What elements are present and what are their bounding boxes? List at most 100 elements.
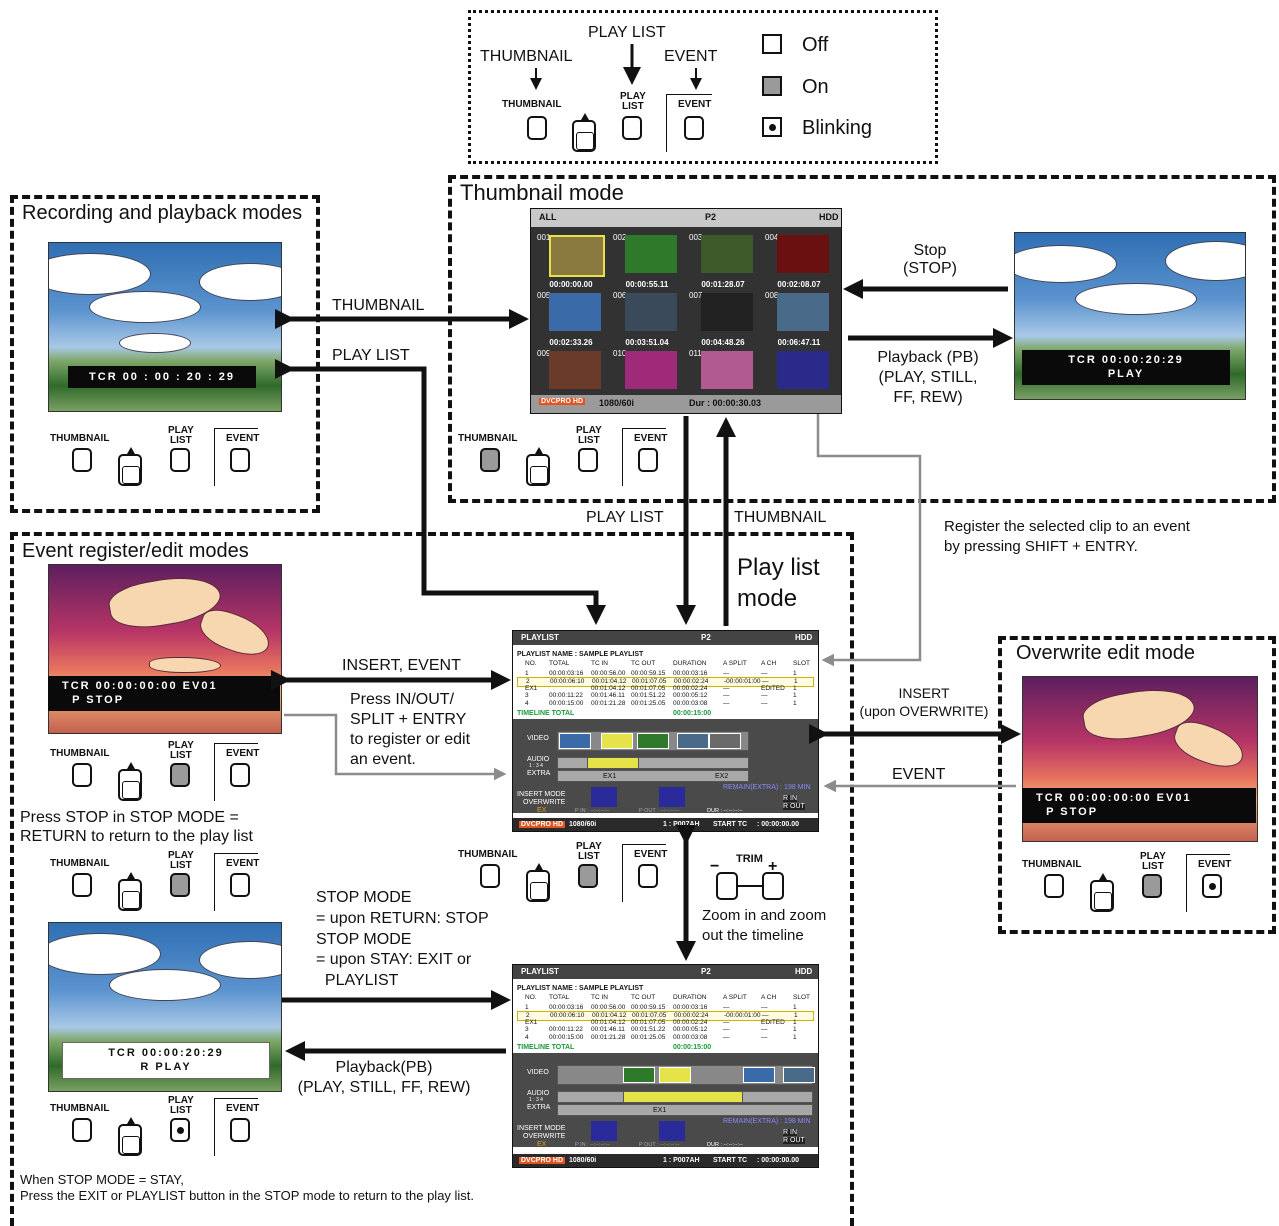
extra-label: EXTRA [527, 770, 551, 777]
clip-timecode: 00:02:08.07 [777, 280, 821, 289]
off-label: Off [802, 34, 829, 56]
table-cell: 00:00:05:12 [673, 1026, 708, 1034]
event-edit-up-key[interactable] [118, 762, 142, 801]
table-cell: -00:00:01:00 [724, 678, 761, 686]
table-cell: — [723, 1004, 730, 1011]
legend-separator-top [666, 94, 712, 95]
legend-thumbnail-key [527, 116, 547, 140]
footer-format: DVCPRO HD [519, 1157, 566, 1164]
legend-key-playlist-label: PLAY LIST [620, 91, 646, 112]
recording-playlist-key[interactable] [170, 448, 190, 472]
footer-start-tc_val: : 00:00:00.00 [757, 821, 800, 828]
table-cell: 00:01:07.05 [632, 1012, 667, 1020]
event-edit-thumbnail-key[interactable] [72, 763, 92, 787]
event-edit-playlist-key[interactable] [170, 763, 190, 787]
recording-event-key[interactable] [230, 448, 250, 472]
rplay-up-key[interactable] [118, 1117, 142, 1156]
trim-minus-key[interactable] [716, 872, 738, 900]
event-stop-up-key[interactable] [118, 872, 142, 911]
insert-mode-label: INSERT MODE [517, 791, 566, 798]
legend-event-key [684, 116, 704, 140]
rplay-thumbnail-key[interactable] [72, 1118, 92, 1142]
recording-up-key[interactable] [118, 447, 142, 486]
video-clip [783, 1067, 815, 1083]
thumb-mode: 1080/60i [599, 398, 635, 408]
thumbnail-region [448, 175, 1276, 503]
clip-timecode: 00:00:55.11 [625, 280, 669, 289]
ex1-label: EX1 [653, 1107, 667, 1114]
legend-playlist-key [622, 116, 642, 140]
thumbnail-up-key[interactable] [526, 447, 550, 486]
thumbnail-playlist-key[interactable] [578, 448, 598, 472]
table-cell: 00:00:11:22 [549, 692, 583, 700]
table-cell: 00:00:02:24 [674, 678, 709, 686]
label-zoom: Zoom in and zoom out the timeline [702, 907, 827, 944]
thumbnail-separator-top [622, 428, 666, 429]
playlist-thumbnail-key[interactable] [480, 864, 500, 888]
p-in-label: P IN : --:--:--:-- [575, 808, 610, 814]
label-playlist-down: PLAY LIST [586, 509, 664, 526]
table-cell: 2 [526, 1012, 530, 1020]
column-header: TC OUT [631, 994, 656, 1001]
recording-thumbnail-key[interactable] [72, 448, 92, 472]
legend-separator [666, 94, 667, 152]
overwrite-playlist-key[interactable] [1142, 874, 1162, 898]
table-cell: 1 [794, 1012, 798, 1020]
thumbnail-event-key[interactable] [638, 448, 658, 472]
in-preview [591, 787, 617, 807]
trim-plus-key[interactable] [762, 872, 784, 900]
footer-start-tc: START TC [713, 1157, 748, 1164]
playlist-playlist-key[interactable] [578, 864, 598, 888]
overwrite-thumbnail-key[interactable] [1044, 874, 1064, 898]
column-header: NO. [525, 994, 537, 1001]
clip-thumbnail-image [549, 235, 605, 277]
event-stop-playlist-key[interactable] [170, 873, 190, 897]
event-stop-thumbnail-key[interactable] [72, 873, 92, 897]
arrow-register [816, 414, 922, 667]
r-in-label: R IN [783, 1129, 797, 1136]
playlist-event-key-label: EVENT [634, 849, 668, 860]
in-preview [591, 1121, 617, 1141]
playlist-p2: P2 [701, 633, 711, 642]
event-stop-event-key[interactable] [230, 873, 250, 897]
overwrite-up-key[interactable] [1090, 873, 1114, 912]
event-edit-event-key[interactable] [230, 763, 250, 787]
table-cell: 00:00:03:08 [673, 699, 708, 707]
table-cell: 00:01:07.05 [632, 678, 667, 686]
playlist-up-key[interactable] [526, 863, 550, 902]
table-cell: — [723, 670, 730, 677]
table-cell: 00:01:04.12 [592, 678, 627, 686]
timeline-total-value: 00:00:15:00 [673, 710, 712, 717]
overwrite-event-key[interactable] [1202, 874, 1222, 898]
rplay-event-key[interactable] [230, 1118, 250, 1142]
table-cell: 00:00:03:08 [673, 1033, 708, 1041]
playlist-event-key[interactable] [638, 864, 658, 888]
arrow-playlist-rec [275, 359, 606, 625]
table-cell: 00:00:15:00 [549, 699, 584, 707]
rplay-playlist-key[interactable] [170, 1118, 190, 1142]
thumbnail-thumbnail-key[interactable] [480, 448, 500, 472]
clip-number: 008 [765, 291, 779, 300]
off-swatch [762, 34, 782, 54]
table-cell: — [723, 692, 730, 700]
event-stop-playlist-key-label: PLAY LIST [168, 850, 194, 871]
